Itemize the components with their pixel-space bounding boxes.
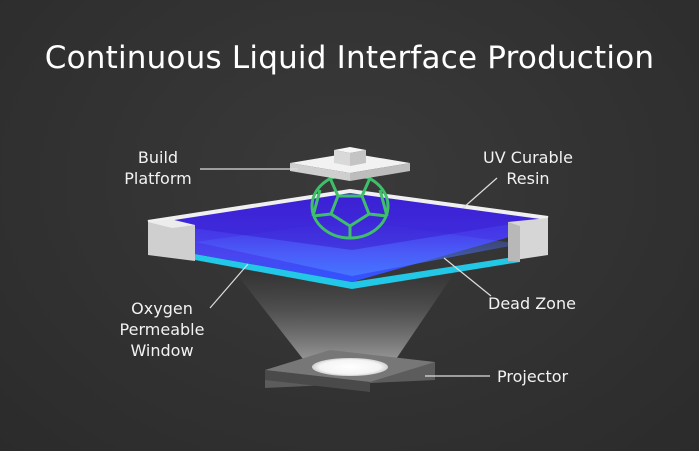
leader-uv-resin xyxy=(462,177,498,209)
label-oxygen-permeable-window: Oxygen Permeable Window xyxy=(119,299,205,360)
build-platform-front xyxy=(290,163,350,181)
label-dead-zone: Dead Zone xyxy=(488,294,576,313)
label-build-platform: Build Platform xyxy=(124,148,192,188)
build-stem-top xyxy=(334,147,366,153)
projector-side xyxy=(265,370,370,392)
label-projector: Projector xyxy=(497,367,569,386)
build-platform-side xyxy=(350,163,410,181)
label-uv-curable-resin: UV Curable Resin xyxy=(483,148,573,188)
tray-right-block-side xyxy=(508,222,520,262)
diagram-title: Continuous Liquid Interface Production xyxy=(44,40,655,76)
projector-lens xyxy=(312,358,388,376)
build-stem-side xyxy=(350,150,366,166)
leader-lines xyxy=(200,168,498,377)
build-stem-front xyxy=(334,150,350,166)
light-beam xyxy=(235,272,455,368)
tray-left-block-top xyxy=(148,219,195,228)
leader-dead-zone xyxy=(443,257,492,297)
leader-oxygen-window xyxy=(209,263,249,309)
oxygen-window-edge xyxy=(195,254,520,289)
tray-left-block-front xyxy=(148,222,195,261)
tray-rim xyxy=(147,188,549,224)
